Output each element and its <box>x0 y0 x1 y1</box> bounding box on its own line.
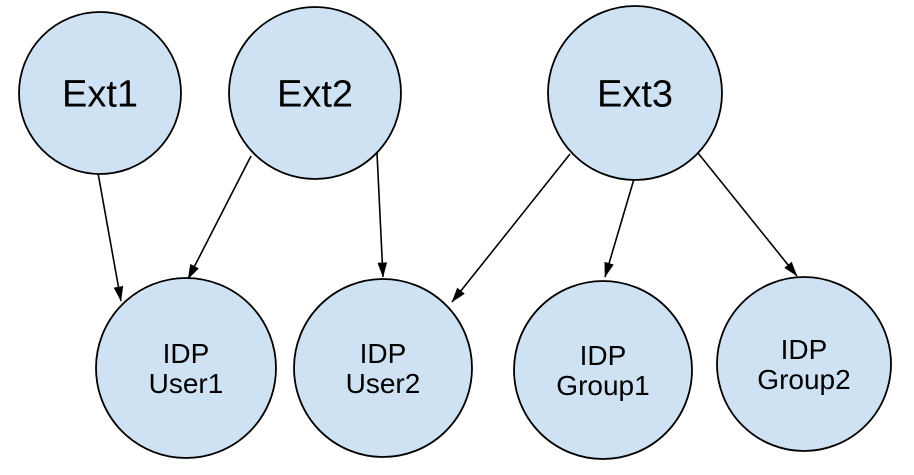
node-label-line: Ext2 <box>277 73 353 115</box>
node-label-line: Group2 <box>757 364 850 395</box>
edge-ext1-to-idp-user1 <box>97 172 124 302</box>
node-label-ext1: Ext1 <box>62 73 138 115</box>
edge-ext2-to-idp-user1 <box>187 155 252 280</box>
node-circle-ext1 <box>18 11 182 175</box>
edge-ext3-to-idp-group1 <box>604 178 635 278</box>
edge-ext3-to-idp-user2 <box>451 153 571 303</box>
node-label-line: IDP <box>163 338 210 369</box>
node-circle-idp-group1 <box>513 280 693 460</box>
node-label-line: IDP <box>360 338 407 369</box>
node-circle-ext3 <box>547 5 723 181</box>
node-circle-idp-user2 <box>293 278 473 458</box>
node-circle-ext2 <box>228 6 402 180</box>
node-circle-idp-user1 <box>95 277 277 459</box>
node-label-ext3: Ext3 <box>597 73 673 115</box>
edge-ext2-to-idp-user2 <box>376 152 388 278</box>
node-label-line: Ext3 <box>597 73 673 115</box>
node-circle-idp-group2 <box>716 276 892 452</box>
node-label-ext2: Ext2 <box>277 73 353 115</box>
node-label-line: IDP <box>580 340 627 371</box>
node-ext1: Ext1 <box>18 11 182 175</box>
node-ext3: Ext3 <box>547 5 723 181</box>
node-label-line: IDP <box>781 334 828 365</box>
edge-ext3-to-idp-group2 <box>697 152 798 277</box>
node-ext2: Ext2 <box>228 6 402 180</box>
node-label-line: Group1 <box>556 370 649 401</box>
node-label-line: User2 <box>346 368 421 399</box>
node-label-line: User1 <box>149 368 224 399</box>
node-label-line: Ext1 <box>62 73 138 115</box>
